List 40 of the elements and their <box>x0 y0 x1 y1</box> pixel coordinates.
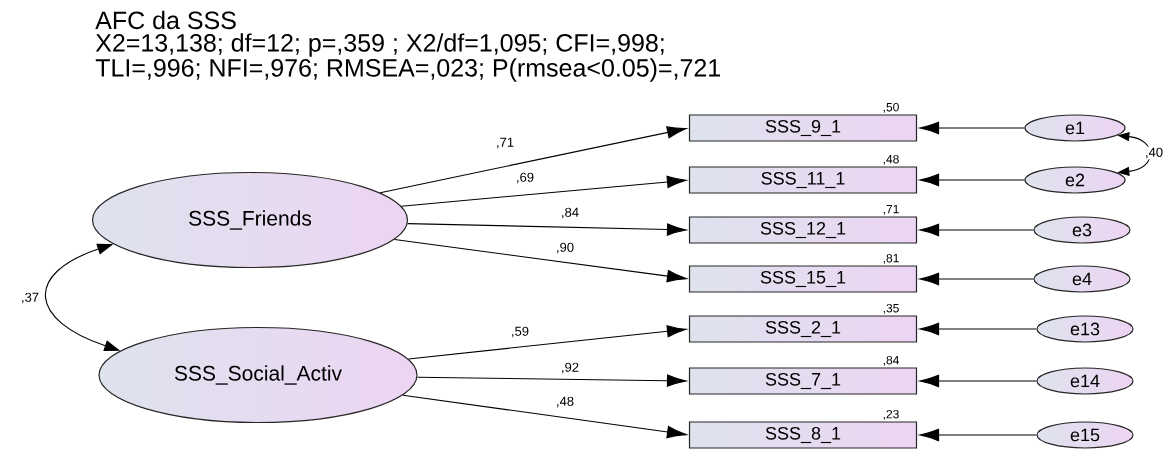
observed-variable-box: SSS_2_1 <box>688 315 918 343</box>
observed-variable-box: SSS_8_1 <box>688 421 918 449</box>
edge-label: ,84 <box>559 206 581 220</box>
edge-label: ,59 <box>509 325 531 339</box>
arrow <box>400 175 687 207</box>
arrow <box>919 322 1037 336</box>
arrow <box>416 374 687 387</box>
observed-variable-box: SSS_11_1 <box>688 166 918 194</box>
arrow <box>919 272 1034 286</box>
squared-multiple-correlation: ,48 <box>883 154 899 165</box>
arrow <box>379 126 687 194</box>
arrow <box>394 238 687 283</box>
arrow <box>919 173 1025 187</box>
arrow <box>919 223 1034 237</box>
diagram-title: AFC da SSS <box>95 10 236 30</box>
squared-multiple-correlation: ,71 <box>883 205 899 215</box>
edge-label: ,48 <box>554 395 576 409</box>
edge-label: ,71 <box>494 136 516 150</box>
arrow <box>407 223 687 236</box>
arrow <box>407 325 687 360</box>
observed-variable-box: SSS_15_1 <box>688 265 918 293</box>
arrow <box>919 428 1037 442</box>
squared-multiple-correlation: ,50 <box>883 102 899 113</box>
observed-variable-box: SSS_7_1 <box>688 367 918 395</box>
squared-multiple-correlation: ,35 <box>883 303 899 314</box>
arrow <box>919 374 1037 388</box>
fit-statistics: X2=13,138; df=12; p=,359 ; X2/df=1,095; CFI=,998; <box>95 33 664 57</box>
edge-label: ,37 <box>19 291 41 305</box>
edge-label: ,40 <box>1144 146 1165 160</box>
squared-multiple-correlation: ,23 <box>883 409 899 420</box>
observed-variable-box: SSS_9_1 <box>688 114 918 142</box>
arrow <box>919 121 1025 135</box>
edge-label: ,92 <box>559 361 581 375</box>
squared-multiple-correlation: ,84 <box>883 355 899 366</box>
edge-label: ,69 <box>514 171 536 185</box>
observed-variable-box: SSS_12_1 <box>688 216 918 244</box>
edge-label: ,90 <box>554 241 576 255</box>
fit-statistics: TLI=,996; NFI=,976; RMSEA=,023; P(rmsea<0.05)=,721 <box>95 58 720 82</box>
squared-multiple-correlation: ,81 <box>883 253 899 264</box>
arrow <box>402 394 687 439</box>
